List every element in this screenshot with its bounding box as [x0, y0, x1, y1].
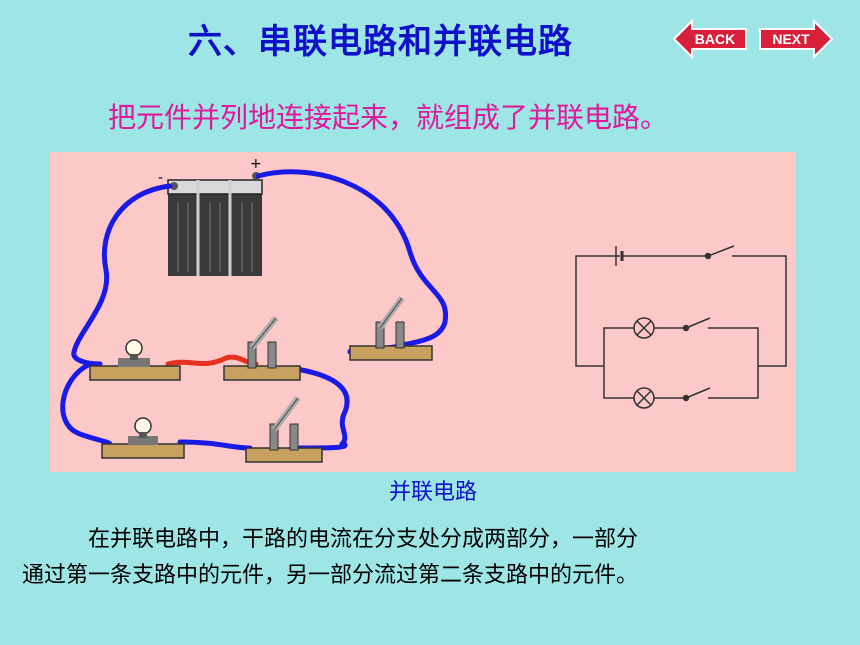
explanation-paragraph: 在并联电路中，干路的电流在分支处分成两部分，一部分 通过第一条支路中的元件，另一…	[22, 522, 842, 594]
switch-right-icon	[349, 296, 433, 361]
next-arrow-icon	[759, 18, 834, 60]
back-button[interactable]: BACK	[672, 18, 748, 60]
page-title: 六、串联电路和并联电路	[188, 22, 573, 62]
wire-branch-split	[287, 365, 350, 447]
schematic-switch2-blade	[685, 387, 711, 399]
subtitle: 把元件并列地连接起来，就组成了并联电路。	[108, 101, 669, 134]
next-button-label: NEXT	[772, 31, 810, 47]
circuit-figure-panel: - +	[50, 152, 796, 472]
circuit-illustration: - +	[60, 156, 787, 463]
wire-red-segment	[165, 354, 259, 367]
paragraph-line-1: 在并联电路中，干路的电流在分支处分成两部分，一部分	[88, 527, 639, 552]
schematic-lamp2-icon	[633, 387, 655, 409]
figure-caption: 并联电路	[389, 480, 478, 505]
battery-icon	[167, 172, 263, 276]
schematic-lamp1-icon	[633, 317, 655, 339]
back-button-label: BACK	[695, 31, 735, 47]
wire-battery-minus	[71, 183, 173, 367]
wire-left-loop	[60, 361, 113, 447]
lamp-upper-icon	[89, 339, 181, 381]
wire-battery-plus	[255, 169, 449, 355]
schematic-switch1-blade	[685, 317, 711, 329]
back-arrow-icon	[672, 18, 747, 60]
battery-plus-label: +	[250, 156, 262, 172]
switch-lower-icon	[245, 396, 323, 463]
schematic-switch-main-blade	[707, 245, 735, 257]
next-button[interactable]: NEXT	[758, 18, 834, 60]
switch-middle-icon	[223, 316, 301, 381]
wire-lower-lamp-switch	[177, 439, 253, 451]
circuit-schematic	[575, 245, 787, 409]
battery-minus-label: -	[158, 170, 163, 186]
paragraph-line-2: 通过第一条支路中的元件，另一部分流过第二条支路中的元件。	[22, 563, 639, 588]
lamp-lower-icon	[101, 417, 185, 459]
